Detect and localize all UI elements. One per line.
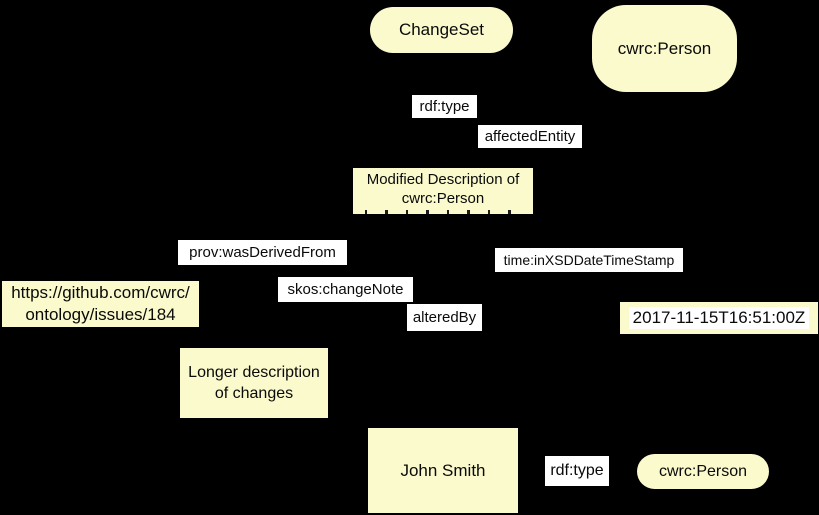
github-issue-label: https://github.com/cwrc/ ontology/issues…: [11, 283, 190, 324]
clipped-text-remnant: [365, 210, 521, 214]
john-smith-node: John Smith: [368, 428, 518, 513]
changeset-instance-node: Modified Description of cwrc:Person: [353, 168, 533, 214]
person-class-bottom-node: cwrc:Person: [637, 454, 769, 489]
rdf-type-bottom-label: rdf:type: [545, 456, 609, 486]
affected-entity-label: affectedEntity: [478, 125, 582, 148]
time-inxsd-text: time:inXSDDateTimeStamp: [503, 252, 675, 268]
time-inxsd-label: time:inXSDDateTimeStamp: [495, 248, 683, 272]
john-smith-label: John Smith: [400, 460, 486, 480]
changeset-class-node: ChangeSet: [370, 7, 513, 53]
rdf-type-top-label: rdf:type: [412, 95, 477, 118]
github-issue-node: https://github.com/cwrc/ ontology/issues…: [2, 281, 199, 327]
prov-was-derived-from-label: prov:wasDerivedFrom: [178, 240, 347, 265]
timestamp-label: 2017-11-15T16:51:00Z: [628, 307, 810, 329]
altered-by-text: alteredBy: [412, 309, 477, 326]
changeset-class-label: ChangeSet: [398, 20, 485, 39]
affected-entity-text: affectedEntity: [484, 128, 576, 145]
timestamp-node: 2017-11-15T16:51:00Z: [620, 302, 818, 334]
prov-was-derived-from-text: prov:wasDerivedFrom: [189, 244, 336, 261]
changeset-instance-label: Modified Description of cwrc:Person: [366, 171, 520, 207]
long-description-node: Longer description of changes: [180, 348, 328, 418]
skos-change-note-text: skos:changeNote: [287, 281, 404, 298]
person-class-bottom-label: cwrc:Person: [658, 462, 748, 480]
rdf-type-bottom-text: rdf:type: [550, 462, 604, 479]
altered-by-label: alteredBy: [407, 304, 482, 331]
long-description-label: Longer description of changes: [188, 364, 320, 402]
person-class-top-label: cwrc:Person: [617, 38, 712, 58]
person-class-top-node: cwrc:Person: [592, 5, 737, 92]
rdf-type-top-text: rdf:type: [419, 98, 470, 115]
skos-change-note-label: skos:changeNote: [278, 277, 413, 302]
